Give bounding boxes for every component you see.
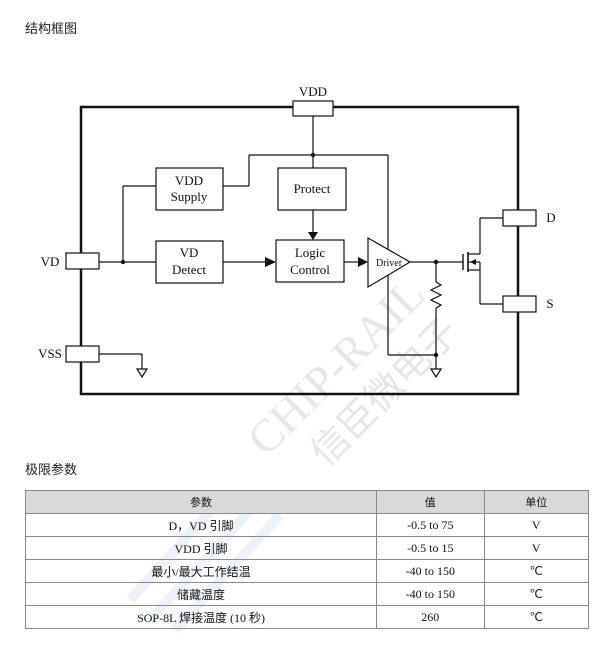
cell-unit: ℃ — [483, 559, 590, 583]
label-logic-control-1: Logic — [295, 245, 326, 260]
ground-icon — [135, 368, 149, 379]
table-header-row: 参数 值 单位 — [24, 490, 590, 514]
block-protect — [277, 167, 347, 211]
cell-value: -40 to 150 — [376, 559, 485, 583]
pin-d — [502, 209, 537, 227]
label-logic-control-2: Control — [290, 262, 330, 277]
cell-value: -0.5 to 15 — [376, 536, 485, 560]
label-d-pin: D — [546, 210, 555, 225]
cell-param: 储藏温度 — [24, 582, 378, 606]
table-row: VDD 引脚 -0.5 to 15 V — [24, 536, 590, 560]
label-driver: Driver — [376, 258, 403, 269]
cell-unit: V — [483, 536, 590, 560]
label-vdd-supply-1: VDD — [175, 173, 203, 188]
cell-value: -0.5 to 75 — [376, 513, 485, 537]
header-unit: 单位 — [483, 490, 590, 514]
label-vd-pin: VD — [41, 254, 60, 269]
block-driver — [367, 236, 412, 289]
limits-heading: 极限参数 — [25, 463, 78, 478]
table-row: SOP-8L 焊接温度 (10 秒) 260 ℃ — [24, 605, 590, 629]
table-row: 最小/最大工作结温 -40 to 150 ℃ — [24, 559, 590, 583]
pin-vdd — [292, 100, 334, 117]
label-vss-pin: VSS — [38, 346, 62, 361]
cell-param: 最小/最大工作结温 — [24, 559, 378, 583]
block-diagram-heading: 结构框图 — [25, 22, 78, 37]
label-vd-detect-1: VD — [180, 245, 199, 260]
block-vdd-supply — [155, 167, 224, 211]
cell-param: SOP-8L 焊接温度 (10 秒) — [24, 605, 378, 629]
cell-unit: ℃ — [483, 605, 590, 629]
label-vdd-supply-2: Supply — [171, 189, 208, 204]
mosfet-icon — [462, 218, 481, 304]
label-s-pin: S — [546, 296, 553, 311]
header-param: 参数 — [24, 490, 378, 514]
ground-icon — [429, 368, 443, 379]
header-value: 值 — [376, 490, 485, 514]
pin-vss — [65, 345, 100, 363]
label-vd-detect-2: Detect — [172, 262, 206, 277]
cell-unit: V — [483, 513, 590, 537]
cell-param: D，VD 引脚 — [24, 513, 378, 537]
cell-unit: ℃ — [483, 582, 590, 606]
pin-s — [502, 295, 537, 313]
pin-vd — [65, 252, 100, 270]
block-logic-control — [275, 239, 345, 283]
resistor — [429, 281, 443, 309]
cell-value: 260 — [376, 605, 485, 629]
cell-param: VDD 引脚 — [24, 536, 378, 560]
label-protect: Protect — [294, 181, 331, 196]
table-row: D，VD 引脚 -0.5 to 75 V — [24, 513, 590, 537]
limits-table: 参数 值 单位 D，VD 引脚 -0.5 to 75 V VDD 引脚 -0.5… — [24, 490, 590, 629]
cell-value: -40 to 150 — [376, 582, 485, 606]
block-diagram: VDD VD VSS D S VDD Supply Protect VD Det… — [38, 84, 556, 396]
table-row: 储藏温度 -40 to 150 ℃ — [24, 582, 590, 606]
label-vdd-pin: VDD — [299, 84, 327, 99]
